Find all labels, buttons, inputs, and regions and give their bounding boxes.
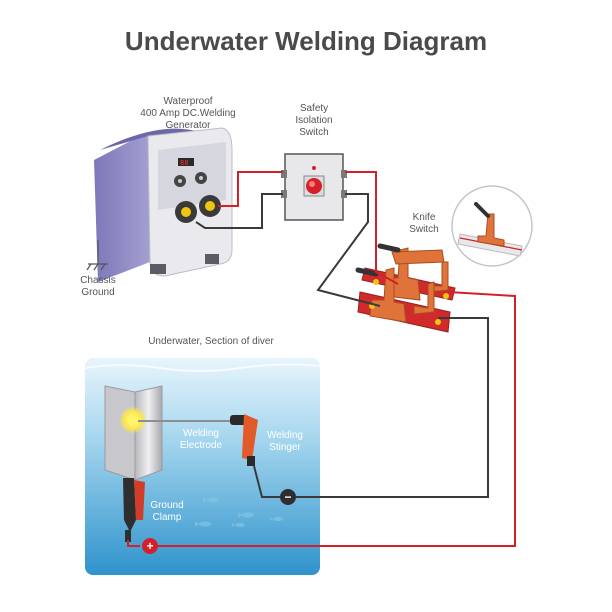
knife-switch-label: Knife Switch — [409, 212, 439, 235]
ground-clamp — [123, 478, 145, 542]
negative-symbol: − — [284, 490, 291, 504]
metal-plate — [104, 385, 163, 481]
chassis-ground-label: Chassis Ground — [80, 275, 116, 298]
safety-isolation-switch — [281, 153, 347, 221]
welding-stinger — [138, 414, 258, 466]
fish-group — [195, 497, 283, 527]
underwater-section-label: Underwater, Section of diver — [148, 336, 274, 347]
ground-clamp-label: Ground Clamp — [150, 500, 184, 523]
safety-switch-label: Safety Isolation Switch — [295, 103, 333, 138]
knife-switch — [355, 243, 456, 333]
generator-label: Waterproof 400 Amp DC.Welding Generator — [140, 96, 236, 131]
knife-switch-detail — [451, 185, 533, 267]
svg-text:88: 88 — [180, 159, 188, 167]
positive-cable — [127, 171, 516, 547]
welding-electrode-label: Welding Electrode — [179, 428, 223, 451]
negative-terminal: − — [280, 489, 296, 505]
positive-symbol: + — [146, 539, 153, 553]
welding-generator: 88 — [94, 127, 233, 282]
chassis-ground-icon — [86, 240, 108, 271]
diagram-title: Underwater Welding Diagram — [124, 26, 488, 56]
negative-cable — [195, 193, 489, 498]
welding-stinger-label: Welding Stinger — [267, 430, 303, 453]
positive-terminal: + — [142, 538, 158, 554]
